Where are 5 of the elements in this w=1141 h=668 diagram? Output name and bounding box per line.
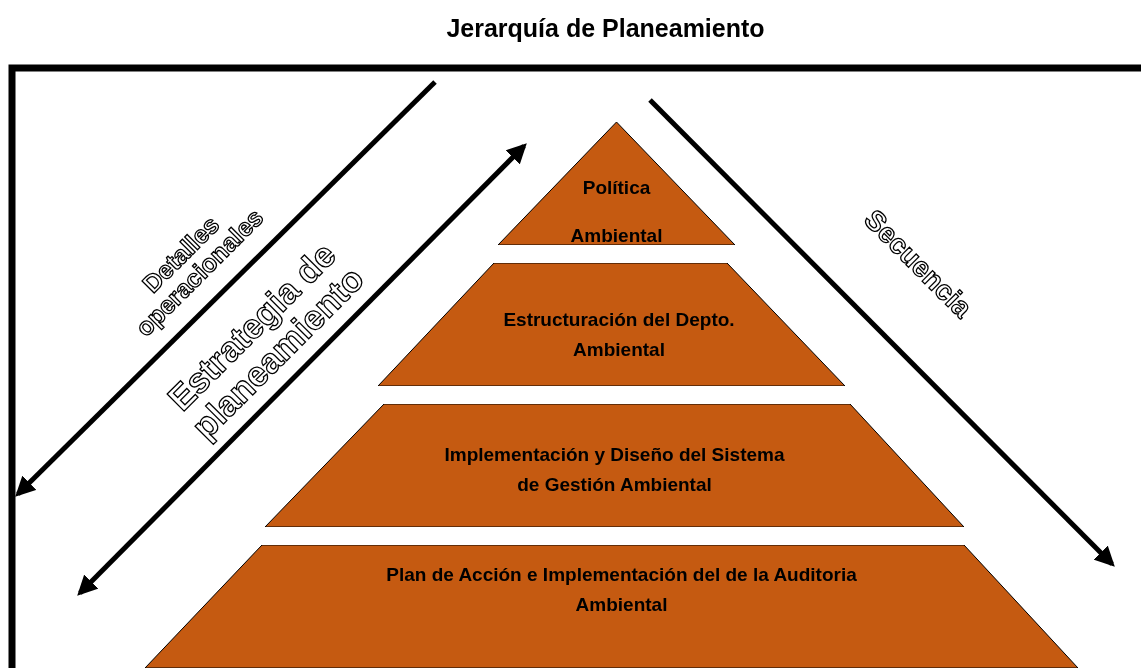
tier-label: Estructuración del Depto. Ambiental <box>502 308 736 362</box>
tier-label: Implementación y Diseño del Sistema de Gestión Ambiental <box>443 443 786 497</box>
diagram-title: Jerarquía de Planeamiento <box>445 14 766 43</box>
tier-label: Plan de Acción e Implementación del de la Auditoria Ambiental <box>385 563 858 617</box>
tier-label: Política Ambiental <box>569 176 664 248</box>
